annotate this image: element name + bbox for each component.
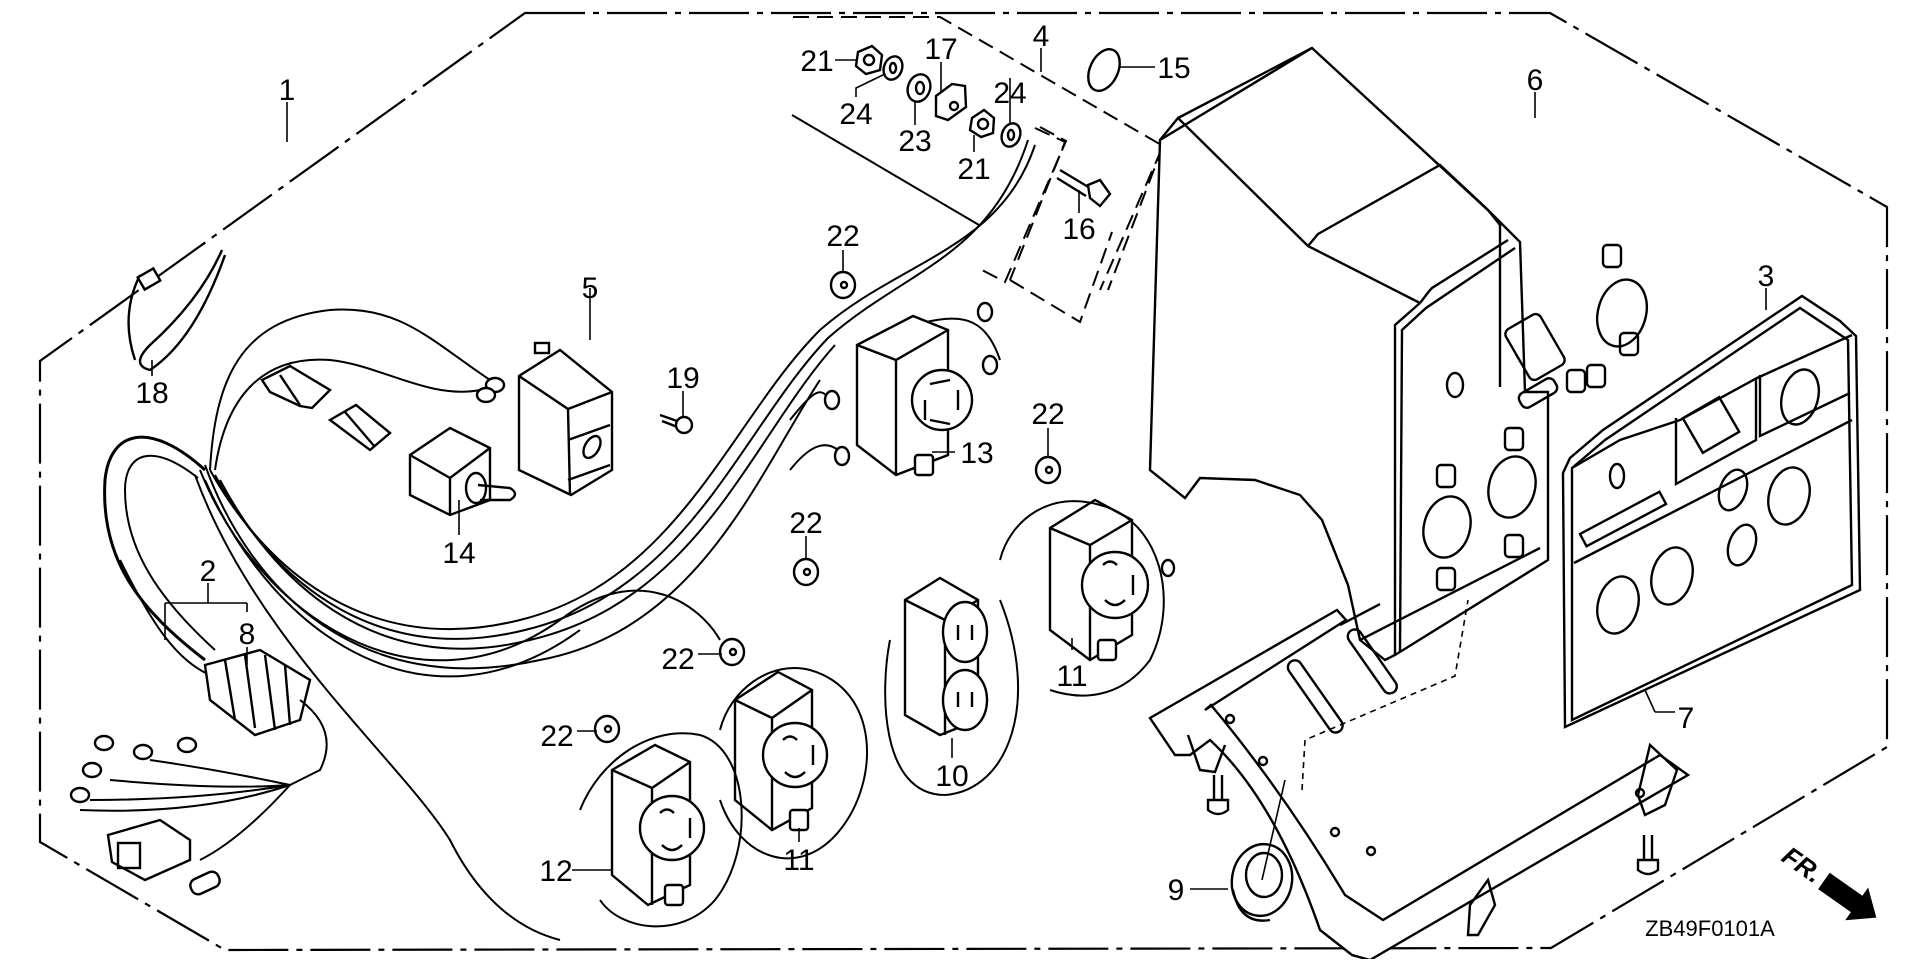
front-direction-arrow-icon (1818, 872, 1877, 921)
lock-washer-24-right (1000, 122, 1022, 148)
callout-22-e: 22 (540, 720, 573, 753)
callout-24-right: 24 (993, 77, 1026, 110)
callout-18: 18 (135, 377, 168, 410)
drawing-code: ZB49F0101A (1645, 916, 1775, 941)
callout-8: 8 (239, 618, 256, 651)
group-boundary-1 (38, 11, 1889, 952)
screw-19 (659, 413, 694, 435)
callout-16: 16 (1062, 213, 1095, 246)
group-boundary-4 (791, 16, 1165, 291)
callout-21-right: 21 (957, 153, 990, 186)
bracket-bolt-right (1636, 835, 1660, 876)
receptacle-10-duplex (884, 576, 1020, 797)
harness-connector-a (260, 364, 332, 410)
o-ring-15 (1087, 48, 1121, 92)
mounting-bracket (1148, 599, 1691, 962)
callout-6: 6 (1527, 64, 1544, 97)
leader-lines (151, 48, 1767, 890)
control-box-housing (1148, 46, 1648, 662)
control-panel-label (1561, 294, 1862, 729)
receptacle-13 (855, 314, 974, 477)
callout-22-d: 22 (661, 643, 694, 676)
harness-connector-b (327, 403, 392, 452)
wire-harness (103, 139, 1036, 941)
callout-3: 3 (1758, 260, 1775, 293)
callout-13: 13 (960, 437, 993, 470)
callout-21-top: 21 (800, 45, 833, 78)
callout-5: 5 (582, 272, 599, 305)
cable-band (127, 249, 227, 372)
nut-22-d (718, 637, 746, 667)
nut-22-e (593, 714, 621, 744)
callout-2: 2 (200, 555, 217, 588)
callout-10: 10 (935, 760, 968, 793)
callout-14: 14 (442, 537, 475, 570)
nut-21-right (968, 108, 996, 139)
bracket-bolt-left (1206, 775, 1230, 816)
group-boundary-4-inner (981, 126, 1068, 284)
washer-23 (906, 73, 932, 103)
callout-22-a: 22 (826, 220, 859, 253)
callout-22-b: 22 (1031, 398, 1064, 431)
receptacle-12 (579, 732, 743, 928)
callout-23: 23 (898, 125, 931, 158)
callout-11-middle: 11 (783, 844, 814, 877)
ground-clip-17 (934, 82, 968, 122)
callout-labels: 1 2 3 4 5 6 7 8 9 10 11 11 12 13 14 15 1… (135, 20, 1774, 907)
group-boundary-16 (1009, 127, 1164, 324)
callout-15: 15 (1157, 52, 1190, 85)
callout-17: 17 (924, 33, 957, 66)
circuit-breaker (517, 341, 614, 497)
bolt-16 (1056, 168, 1112, 208)
harness-plug-connector (106, 818, 221, 896)
nut-22-a (829, 270, 857, 300)
toggle-switch (408, 426, 517, 517)
callout-24-left: 24 (839, 98, 872, 131)
callout-1: 1 (279, 74, 296, 107)
callout-4: 4 (1033, 20, 1050, 53)
nut-21-top (854, 44, 884, 76)
receptacle-11-right (999, 498, 1176, 697)
callout-9: 9 (1168, 874, 1185, 907)
callout-22-c: 22 (789, 507, 822, 540)
nut-22-b (1034, 455, 1062, 485)
lock-washer-24-left (882, 55, 904, 81)
callout-19: 19 (666, 362, 699, 395)
callout-7: 7 (1678, 702, 1695, 735)
callout-12: 12 (539, 855, 572, 888)
front-direction-marker: FR. (1777, 840, 1877, 921)
nut-22-c (792, 557, 820, 587)
callout-11-right: 11 (1056, 660, 1087, 693)
front-direction-label: FR. (1777, 840, 1829, 889)
harness-sleeve (69, 559, 328, 861)
